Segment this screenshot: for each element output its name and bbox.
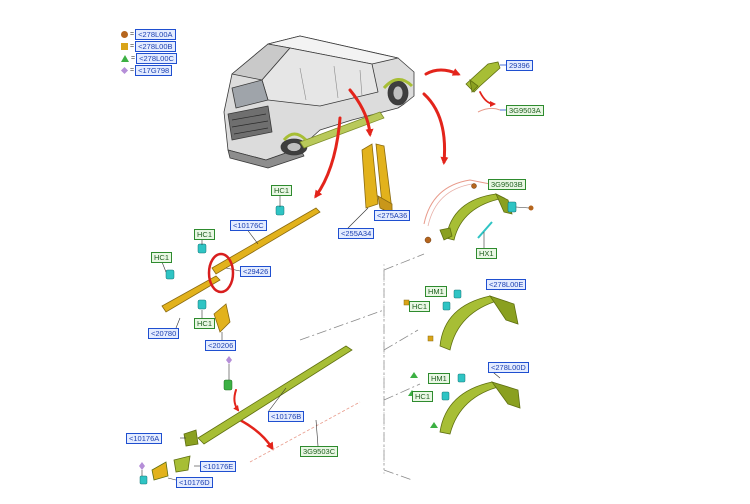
part-label-3g9503b[interactable]: 3G9503B — [488, 179, 526, 190]
clip-icon — [139, 379, 233, 485]
part-label-255a34[interactable]: <255A34 — [338, 228, 375, 239]
red-arrow — [233, 68, 496, 451]
trim-moulding-part — [151, 345, 353, 481]
part-label-278l00d[interactable]: <278L00D — [488, 362, 529, 373]
part-label-10176e[interactable]: <10176E — [200, 461, 237, 472]
part-label-hc1[interactable]: HC1 — [194, 229, 216, 240]
part-label-10176a[interactable]: <10176A — [126, 433, 163, 444]
part-label-20206[interactable]: <20206 — [205, 340, 237, 351]
legend-code[interactable]: <278L00C — [136, 52, 177, 64]
part-label-hc1[interactable]: HC1 — [271, 185, 293, 196]
legend-item-2: = <278L00C — [121, 52, 177, 64]
trim-moulding-part — [465, 61, 501, 93]
clip-icon — [165, 205, 285, 310]
wheel-arch-part — [439, 381, 521, 435]
part-label-hc1[interactable]: HC1 — [412, 391, 434, 402]
wheel-arch-part — [439, 295, 519, 351]
diamond-icon — [120, 66, 129, 74]
part-label-275a36[interactable]: <275A36 — [374, 210, 411, 221]
part-label-29426[interactable]: <29426 — [240, 266, 272, 277]
part-label-hc1[interactable]: HC1 — [151, 252, 173, 263]
trim-moulding-part — [361, 143, 393, 215]
part-label-278l00e[interactable]: <278L00E — [486, 279, 527, 290]
part-label-10176b[interactable]: <10176B — [268, 411, 305, 422]
highlight-circle — [207, 252, 235, 294]
circle-icon — [121, 30, 128, 38]
part-label-29396[interactable]: 29396 — [506, 60, 533, 71]
wheel-arch-part — [439, 193, 513, 241]
part-label-hx1[interactable]: HX1 — [476, 248, 497, 259]
triangle-icon — [121, 54, 129, 62]
trim-moulding-part — [161, 207, 321, 333]
clip-icon — [477, 201, 534, 239]
part-label-3g9503a[interactable]: 3G9503A — [506, 105, 544, 116]
part-label-10176d[interactable]: <10176D — [176, 477, 213, 488]
part-label-3g9503c[interactable]: 3G9503C — [300, 446, 339, 457]
legend-item-1: = <278L00B — [121, 40, 176, 52]
part-label-20780[interactable]: <20780 — [148, 328, 180, 339]
legend-code[interactable]: <17G798 — [135, 64, 173, 76]
legend-code[interactable]: <278L00B — [135, 40, 176, 52]
part-label-hm1[interactable]: HM1 — [428, 373, 450, 384]
part-label-hc1[interactable]: HC1 — [194, 318, 216, 329]
van-illustration — [223, 35, 415, 169]
part-label-hc1[interactable]: HC1 — [409, 301, 431, 312]
square-icon — [121, 42, 128, 50]
part-label-hm1[interactable]: HM1 — [425, 286, 447, 297]
legend-code[interactable]: <278L00A — [135, 28, 176, 40]
legend-item-0: = <278L00A — [121, 28, 176, 40]
part-label-10176c[interactable]: <10176C — [230, 220, 267, 231]
legend-item-3: = <17G798 — [120, 64, 173, 76]
